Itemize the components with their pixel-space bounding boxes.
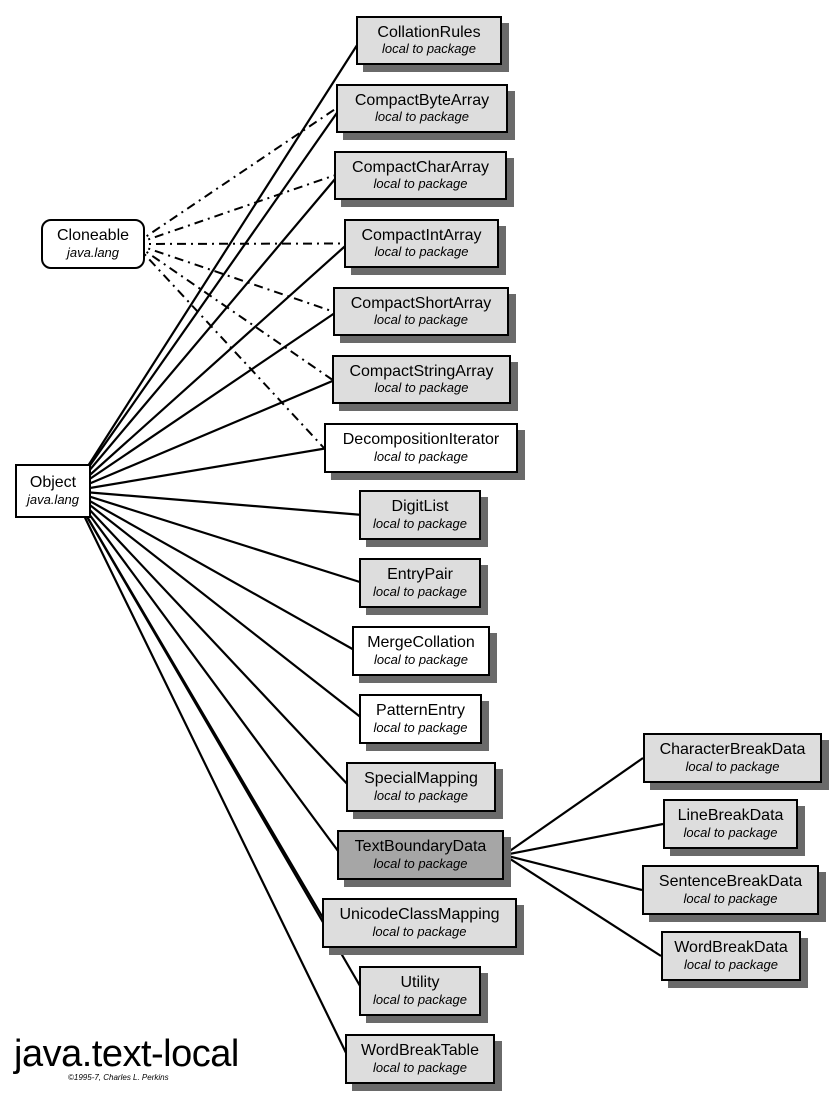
edge-object-to-compact-string-array bbox=[71, 378, 337, 493]
edge-object-to-pattern-entry bbox=[71, 490, 364, 720]
node-name: PatternEntry bbox=[376, 702, 465, 720]
node-name: CollationRules bbox=[377, 23, 481, 41]
node-name: SpecialMapping bbox=[364, 770, 478, 788]
node-name: CompactByteArray bbox=[354, 91, 490, 109]
edge-cloneable-to-decomposition-iterator bbox=[134, 243, 325, 449]
edge-cloneable-to-compact-byte-array bbox=[134, 107, 337, 245]
edge-object-to-text-boundary-data bbox=[71, 490, 342, 856]
edge-object-to-compact-byte-array bbox=[71, 107, 341, 492]
node-name: LineBreakData bbox=[677, 807, 784, 825]
edge-cloneable-to-compact-short-array bbox=[134, 243, 334, 313]
node-name: CharacterBreakData bbox=[659, 741, 806, 759]
node-package: java.lang bbox=[26, 491, 80, 507]
node-package: local to package bbox=[373, 719, 468, 735]
edge-object-to-special-mapping bbox=[71, 490, 351, 788]
node-package: local to package bbox=[373, 1059, 467, 1075]
edge-object-to-compact-short-array bbox=[71, 310, 338, 492]
edge-text-boundary-data-to-line-break-data bbox=[503, 822, 664, 857]
node-package: local to package bbox=[374, 448, 468, 464]
edge-text-boundary-data-to-sentence-break-data bbox=[503, 853, 643, 892]
node-name: SentenceBreakData bbox=[658, 873, 803, 891]
node-name: TextBoundaryData bbox=[354, 838, 487, 856]
node-package: local to package bbox=[374, 787, 468, 803]
node-package: local to package bbox=[373, 583, 467, 599]
edge-text-boundary-data-to-character-break-data bbox=[503, 757, 644, 856]
edge-object-to-compact-char-array bbox=[71, 174, 339, 492]
node-package: local to package bbox=[683, 824, 778, 840]
copyright-notice: ©1995-7, Charles L. Perkins bbox=[68, 1073, 169, 1082]
node-name: Utility bbox=[400, 974, 440, 992]
node-package: local to package bbox=[374, 651, 468, 667]
edge-object-to-word-break-table bbox=[71, 490, 350, 1060]
node-package: local to package bbox=[373, 991, 467, 1007]
edge-object-to-decomposition-iterator bbox=[71, 446, 329, 493]
edge-object-to-utility bbox=[71, 490, 364, 992]
node-package: local to package bbox=[373, 176, 468, 192]
node-name: CompactCharArray bbox=[352, 158, 489, 176]
node-cloneable[interactable]: Cloneable java.lang bbox=[41, 219, 145, 269]
node-name: MergeCollation bbox=[367, 634, 475, 652]
node-package: local to package bbox=[683, 890, 778, 906]
node-name: Object bbox=[29, 474, 77, 492]
node-name: UnicodeClassMapping bbox=[339, 906, 500, 924]
node-name: CompactIntArray bbox=[361, 226, 482, 244]
node-name: DigitList bbox=[391, 498, 449, 516]
edge-cloneable-to-compact-string-array bbox=[134, 243, 333, 381]
node-package: local to package bbox=[373, 855, 468, 871]
edge-cloneable-to-compact-char-array bbox=[134, 174, 335, 245]
edge-object-to-digit-list bbox=[71, 489, 364, 517]
edge-cloneable-to-compact-int-array bbox=[134, 242, 345, 245]
node-package: local to package bbox=[374, 380, 469, 396]
node-package: local to package bbox=[382, 41, 476, 57]
edge-object-to-collation-rules bbox=[71, 39, 361, 492]
diagram-title: java.text-local bbox=[14, 1033, 239, 1075]
node-package: local to package bbox=[685, 758, 780, 774]
node-name: WordBreakTable bbox=[361, 1042, 479, 1060]
node-package: local to package bbox=[375, 109, 469, 125]
edge-text-boundary-data-to-word-break-data bbox=[503, 854, 662, 957]
node-package: java.lang bbox=[66, 244, 120, 260]
node-package: local to package bbox=[373, 515, 467, 531]
node-name: EntryPair bbox=[387, 566, 453, 584]
node-package: local to package bbox=[374, 312, 468, 328]
edge-object-to-compact-int-array bbox=[71, 242, 349, 492]
node-name: CompactStringArray bbox=[349, 362, 494, 380]
edge-object-to-entry-pair bbox=[71, 489, 364, 585]
edge-object-to-merge-collation bbox=[71, 490, 357, 652]
node-name: DecompositionIterator bbox=[342, 431, 500, 449]
node-package: local to package bbox=[372, 923, 467, 939]
node-package: local to package bbox=[684, 956, 778, 972]
node-object[interactable]: Object java.lang bbox=[15, 464, 91, 518]
node-package: local to package bbox=[374, 244, 469, 260]
node-name: CompactShortArray bbox=[350, 294, 492, 312]
node-name: WordBreakData bbox=[674, 939, 788, 957]
node-name: Cloneable bbox=[56, 227, 130, 245]
